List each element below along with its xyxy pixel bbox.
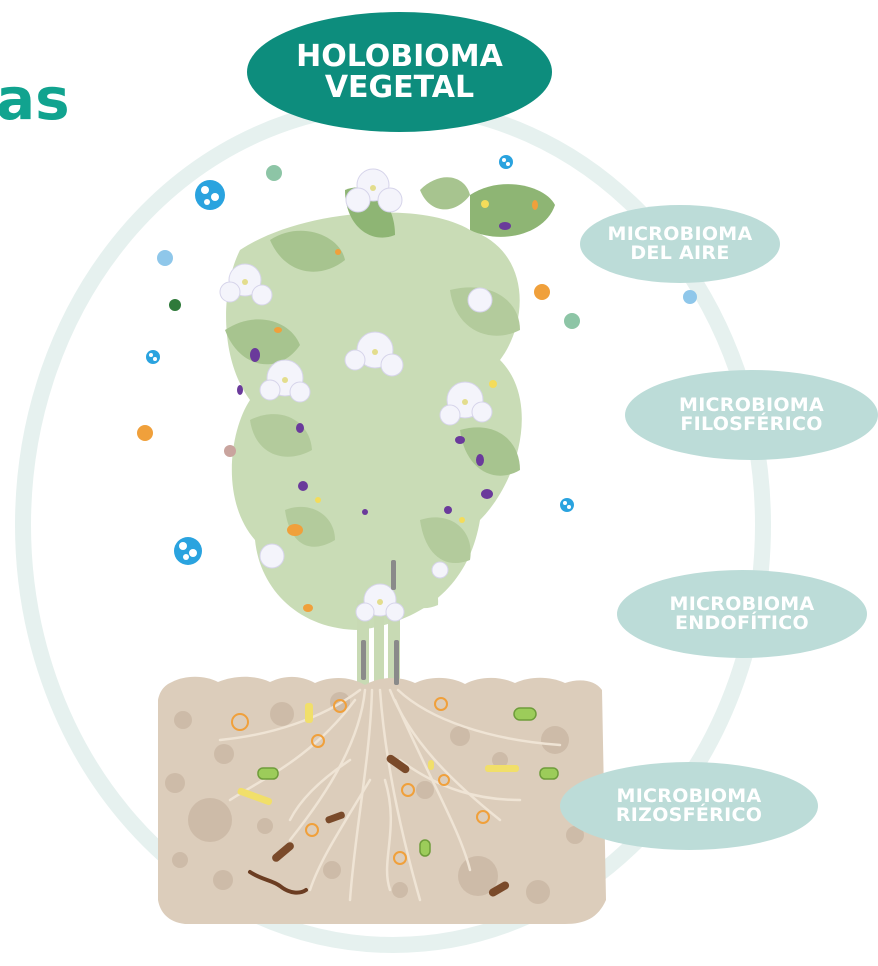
label-microbioma-del-aire: MICROBIOMA DEL AIRE: [580, 205, 780, 283]
label-microbioma-filosferico: MICROBIOMA FILOSFÉRICO: [625, 370, 878, 460]
label-text: MICROBIOMA FILOSFÉRICO: [679, 396, 824, 435]
leaf-icon: [420, 177, 470, 209]
title-holobioma-vegetal: HOLOBIOMA VEGETAL: [247, 12, 552, 132]
leaf-icon: [470, 184, 555, 237]
label-microbioma-rizosferico: MICROBIOMA RIZOSFÉRICO: [560, 762, 818, 850]
heading-fragment: as: [0, 70, 70, 128]
title-text: HOLOBIOMA VEGETAL: [296, 41, 503, 104]
label-microbioma-endofitico: MICROBIOMA ENDOFÍTICO: [617, 570, 867, 658]
label-text: MICROBIOMA DEL AIRE: [607, 225, 752, 264]
plant-stem: [374, 610, 384, 690]
label-text: MICROBIOMA ENDOFÍTICO: [669, 595, 814, 634]
label-text: MICROBIOMA RIZOSFÉRICO: [616, 787, 762, 826]
